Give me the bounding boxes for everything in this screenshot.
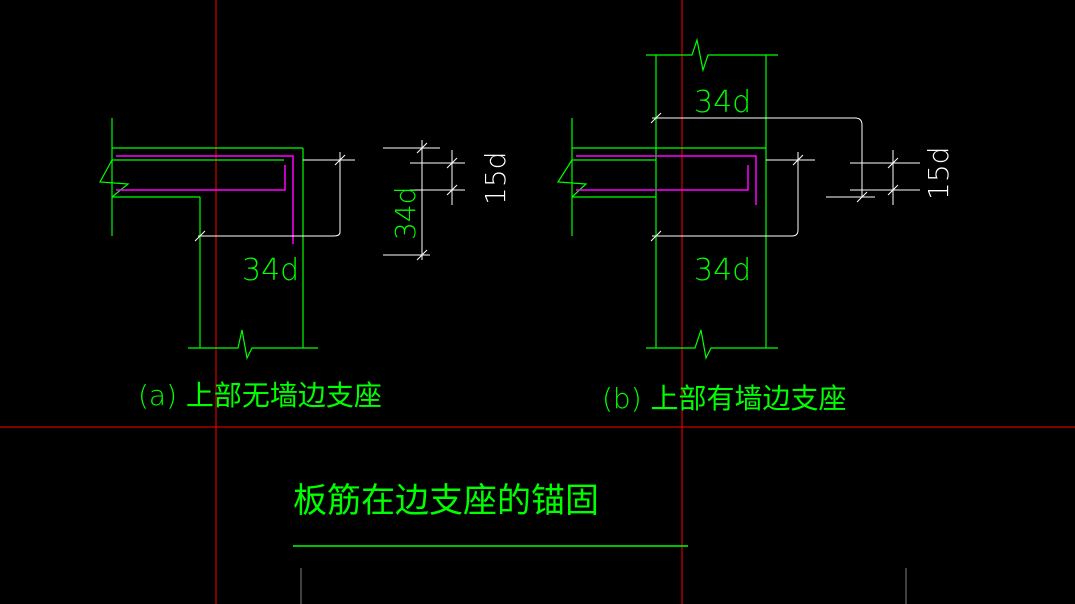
detail-b-dimensions <box>650 112 920 242</box>
detail-a-label-15d: 15d <box>479 152 512 205</box>
detail-b-label-34d-top: 34d <box>694 85 751 120</box>
caption-b: (b) 上部有墙边支座 <box>602 382 847 415</box>
detail-b-label-15d: 15d <box>922 147 955 200</box>
detail-a: 34d 34d 15d <box>99 118 512 360</box>
detail-a-label-34d-horizontal: 34d <box>242 253 299 288</box>
detail-a-label-34d-vertical: 34d <box>389 187 422 240</box>
detail-b-label-34d-bottom: 34d <box>694 253 751 288</box>
detail-b-rebar <box>576 155 757 205</box>
drawing-title: 板筋在边支座的锚固 <box>293 481 599 521</box>
detail-a-dimensions <box>194 140 465 261</box>
detail-a-outline <box>99 118 318 360</box>
caption-a: (a) 上部无墙边支座 <box>138 379 382 412</box>
detail-b: 34d 34d 15d <box>556 37 955 360</box>
detail-a-rebar <box>116 155 294 244</box>
detail-b-outline <box>556 37 778 360</box>
